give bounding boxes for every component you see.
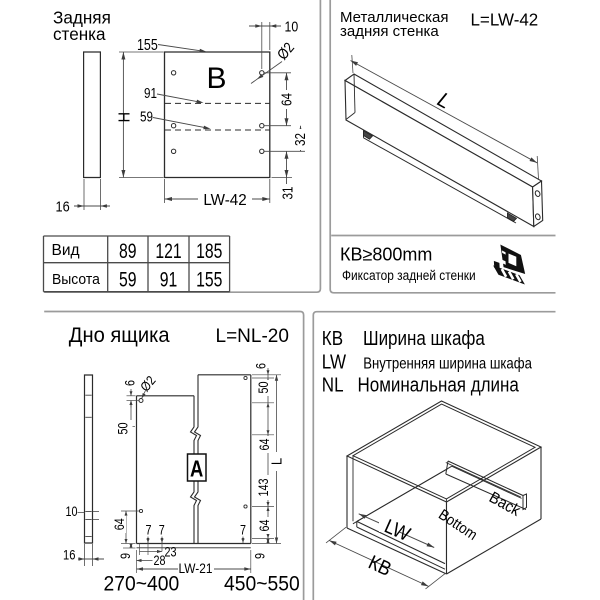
svg-text:Дно ящика: Дно ящика: [69, 324, 170, 347]
svg-text:155: 155: [196, 267, 222, 291]
svg-text:A: A: [190, 457, 203, 482]
svg-text:64: 64: [278, 93, 295, 106]
svg-text:КВ: КВ: [322, 327, 343, 350]
svg-text:64: 64: [257, 519, 272, 531]
svg-text:91: 91: [144, 85, 157, 102]
svg-text:64: 64: [112, 518, 127, 530]
svg-text:121: 121: [155, 239, 181, 263]
svg-text:16: 16: [63, 547, 75, 562]
svg-text:450~550: 450~550: [224, 573, 300, 596]
svg-text:LW-42: LW-42: [203, 191, 246, 208]
svg-text:31: 31: [279, 186, 296, 199]
svg-text:7: 7: [240, 522, 246, 537]
svg-text:50: 50: [115, 422, 130, 434]
svg-text:L=LW-42: L=LW-42: [471, 9, 539, 29]
svg-text:B: B: [206, 62, 226, 95]
svg-text:Ширина шкафа: Ширина шкафа: [363, 327, 485, 350]
svg-text:16: 16: [56, 197, 70, 214]
svg-text:91: 91: [160, 267, 178, 291]
svg-text:9: 9: [252, 553, 267, 559]
svg-text:89: 89: [119, 239, 137, 263]
svg-text:10: 10: [66, 504, 78, 519]
svg-text:Металлическая: Металлическая: [340, 9, 448, 26]
svg-text:Внутренняя ширина шкафа: Внутренняя ширина шкафа: [363, 356, 532, 373]
svg-text:7: 7: [159, 522, 165, 537]
svg-text:6: 6: [122, 380, 137, 386]
svg-text:H: H: [116, 112, 134, 122]
svg-text:185: 185: [196, 239, 222, 263]
svg-text:59: 59: [119, 267, 137, 291]
svg-text:155: 155: [137, 36, 158, 54]
svg-text:Фиксатор задней стенки: Фиксатор задней стенки: [342, 267, 476, 283]
svg-text:50: 50: [256, 381, 271, 393]
svg-text:стенка: стенка: [53, 24, 106, 44]
svg-text:задняя стенка: задняя стенка: [340, 23, 439, 40]
svg-text:Вид: Вид: [52, 242, 80, 259]
svg-text:КВ≥800mm: КВ≥800mm: [340, 245, 432, 265]
svg-text:32: 32: [292, 133, 309, 146]
svg-text:Номинальная длина: Номинальная длина: [358, 373, 520, 396]
svg-text:NL: NL: [322, 373, 344, 396]
svg-text:Ø2: Ø2: [273, 39, 297, 63]
svg-text:28: 28: [154, 553, 166, 568]
svg-text:23: 23: [165, 544, 177, 559]
svg-text:Ø2: Ø2: [137, 373, 158, 394]
svg-text:59: 59: [140, 108, 153, 125]
svg-text:LW: LW: [322, 350, 347, 373]
svg-text:Высота: Высота: [52, 272, 101, 289]
svg-text:143: 143: [256, 478, 271, 496]
svg-text:LW-21: LW-21: [179, 560, 213, 576]
svg-text:10: 10: [285, 18, 299, 34]
svg-text:Bottom: Bottom: [435, 506, 480, 544]
svg-text:L: L: [434, 88, 455, 114]
svg-text:Задняя: Задняя: [53, 7, 111, 27]
svg-text:64: 64: [257, 438, 272, 450]
svg-text:270~400: 270~400: [104, 573, 180, 596]
svg-text:L: L: [269, 458, 285, 466]
svg-text:6: 6: [253, 363, 268, 369]
svg-text:L=NL-20: L=NL-20: [216, 326, 289, 347]
svg-text:9: 9: [118, 553, 133, 559]
svg-text:7: 7: [145, 522, 151, 537]
svg-text:КВ: КВ: [365, 552, 395, 581]
